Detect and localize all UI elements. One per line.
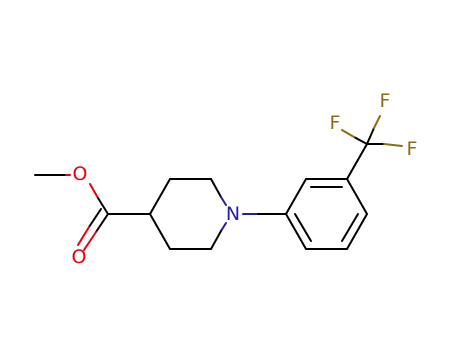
bond-cf-right-gold [383,143,403,147]
bond-cf-left [353,136,368,145]
bond-cf-top [366,127,375,145]
bond-ring-cf3 [346,143,368,180]
bond-co-double-b-red [77,226,90,246]
bond-ring-c2-n-blue [220,196,227,206]
atom-o-carbonyl: O [72,246,87,268]
bond-cf-left-gold [341,129,355,138]
atom-f-right: F [407,138,418,160]
bond-benz-1-2 [285,178,307,215]
bond-ring-n-c6 [210,230,222,250]
bond-ring-c5-c4 [149,213,171,250]
bond-o-carbonyl [97,197,109,215]
bond-co-double-b [88,208,102,228]
bond-benz-inner-b [341,213,359,242]
bond-benz-3-4 [346,178,368,215]
bond-benz-inner-c [294,213,312,242]
bond-benz-6-1 [285,213,307,250]
atom-f-top: F [380,90,391,112]
bond-cf-top-gold [373,115,381,129]
bond-ring-n-c6-blue [220,222,227,232]
bond-co-double-a-red [83,231,97,251]
bond-ring-c4-c3 [149,178,171,215]
bond-o-carbonyl-red [89,183,99,199]
bond-ring-c2-n [210,178,222,198]
atom-n-ring: N [226,203,240,225]
atom-f-left: F [330,112,341,134]
bond-benz-4-5 [346,213,368,250]
atom-o-ester: O [73,163,88,185]
bond-co-double-a [95,213,109,233]
